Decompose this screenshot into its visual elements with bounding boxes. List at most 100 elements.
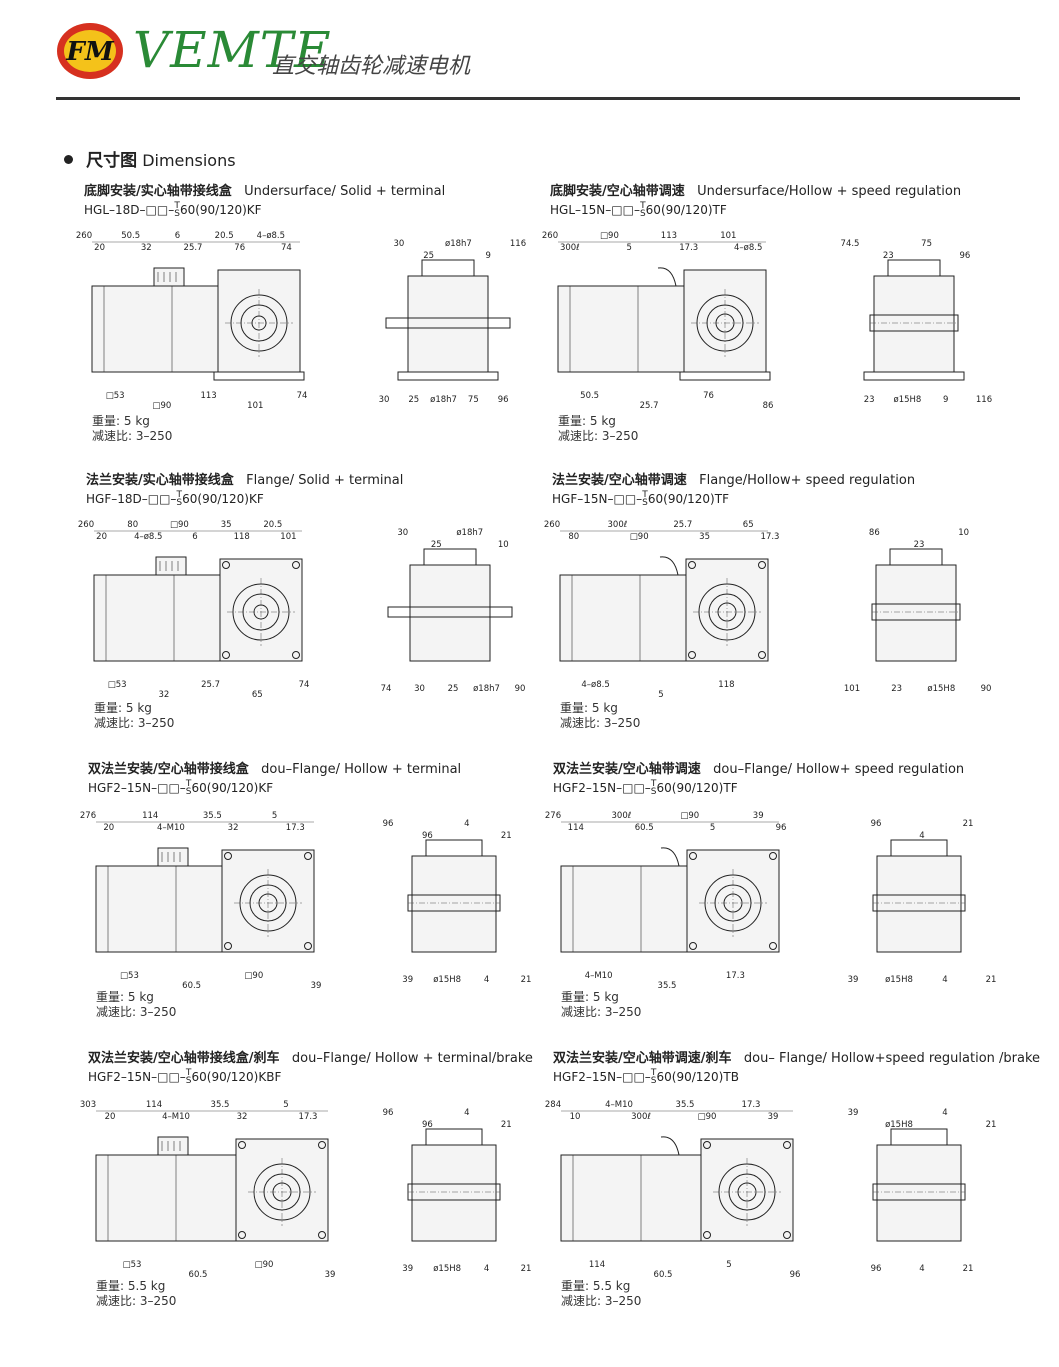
- dimension-label: 25.7: [640, 401, 659, 411]
- spec-block: 重量: 5.5 kg 减速比: 3–250: [561, 1279, 641, 1309]
- model-prefix: HGF2–15N–: [553, 781, 623, 795]
- dimension-label: 17.3: [726, 971, 745, 981]
- ratio-label: 减速比:: [94, 716, 135, 730]
- model-voltage-t: T: [640, 201, 646, 211]
- ratio-line: 减速比: 3–250: [558, 429, 638, 444]
- dimension-label: □90: [630, 532, 649, 542]
- dimension-label: 101: [247, 401, 263, 411]
- motor-side-view: [95, 847, 315, 953]
- dimension-label: 32: [237, 1112, 248, 1122]
- section-heading: 尺寸图 Dimensions: [64, 146, 236, 171]
- dimension-label: ø15H8: [927, 684, 955, 694]
- weight-label: 重量:: [561, 1279, 590, 1293]
- dimension-label: 35: [221, 520, 232, 530]
- technical-drawing: 27620□531144–M1060.535.532□90517.3399639…: [80, 811, 532, 991]
- dimension-label: 21: [963, 819, 974, 829]
- dimension-label: 4: [942, 975, 947, 985]
- ratio-line: 减速比: 3–250: [92, 429, 172, 444]
- dimension-label: 25: [408, 395, 419, 405]
- dimension-label: 4: [942, 1108, 947, 1118]
- dimension-label: 21: [501, 1120, 512, 1130]
- gearbox-end-view: [385, 259, 511, 381]
- motor-body: [560, 865, 688, 953]
- dimension-label: 114: [589, 1260, 605, 1270]
- brand-name: VEMTE: [133, 21, 332, 79]
- dimension-label: 30: [379, 395, 390, 405]
- model-box-symbol: □□: [611, 203, 634, 217]
- dimension-label: ø15H8: [433, 975, 461, 985]
- ratio-line: 减速比: 3–250: [561, 1005, 641, 1020]
- dimension-label: 35.5: [211, 1100, 230, 1110]
- model-suffix: 60(90/120)TF: [645, 203, 727, 217]
- dimension-label: 9: [943, 395, 948, 405]
- dimension-label: 80: [568, 532, 579, 542]
- model-voltage-t: T: [642, 490, 648, 500]
- model-dash: –: [633, 203, 640, 217]
- dimension-label: 10: [570, 1112, 581, 1122]
- dimension-label: 4: [484, 975, 489, 985]
- page-header: FM VEMTE 直交轴齿轮减速电机: [0, 0, 1059, 110]
- terminal-box: [157, 1136, 189, 1156]
- ratio-line: 减速比: 3–250: [94, 716, 174, 731]
- ratio-value: 3–250: [604, 1005, 642, 1019]
- dimension-label: 4: [464, 819, 469, 829]
- model-voltage-t: T: [185, 1068, 192, 1078]
- terminal-box: [155, 556, 187, 576]
- weight-line: 重量: 5 kg: [560, 701, 640, 716]
- dimension-label: 20: [105, 1112, 116, 1122]
- dimension-label: 17.3: [742, 1100, 761, 1110]
- dimension-label: 60.5: [654, 1270, 673, 1280]
- dimension-label: 39: [768, 1112, 779, 1122]
- dimension-label: 21: [986, 975, 997, 985]
- dimension-drawing-cell: 双法兰安装/空心轴带调速 dou–Flange/ Hollow+ speed r…: [545, 758, 1023, 1043]
- gearbox-end-view: [863, 259, 965, 381]
- mounting-foot: [679, 371, 771, 381]
- model-dash: –: [644, 1070, 651, 1084]
- dimension-label: 21: [501, 831, 512, 841]
- dimension-label: 60.5: [635, 823, 654, 833]
- model-prefix: HGL–15N–: [550, 203, 612, 217]
- dimension-label: 96: [422, 1120, 433, 1130]
- motor-side-view: [557, 267, 771, 381]
- dimension-label: 113: [661, 231, 677, 241]
- spec-block: 重量: 5 kg 减速比: 3–250: [560, 701, 640, 731]
- dimension-label: 4: [484, 1264, 489, 1274]
- weight-line: 重量: 5 kg: [96, 990, 176, 1005]
- dimension-label: 35.5: [658, 981, 677, 991]
- model-dash: –: [179, 781, 186, 795]
- dimension-label: 25: [448, 684, 459, 694]
- technical-drawing: 30320□531144–M1060.535.532□90517.3399639…: [80, 1100, 532, 1280]
- drawing-title: 双法兰安装/空心轴带接线盒/刹车 dou–Flange/ Hollow + te…: [88, 1047, 533, 1066]
- model-suffix: 60(90/120)TF: [656, 781, 738, 795]
- spec-block: 重量: 5 kg 减速比: 3–250: [558, 414, 638, 444]
- model-suffix: 60(90/120)TF: [647, 492, 729, 506]
- dimension-label: 17.3: [679, 243, 698, 253]
- dimension-label: □53: [120, 971, 139, 981]
- weight-label: 重量:: [96, 1279, 125, 1293]
- model-voltage-t: T: [185, 779, 192, 789]
- dimension-label: 25.7: [184, 243, 203, 253]
- weight-label: 重量:: [561, 990, 590, 1004]
- dimension-label: □53: [106, 391, 125, 401]
- dimension-label: 60.5: [182, 981, 201, 991]
- dimension-label: 39: [402, 1264, 413, 1274]
- model-box-symbol: □□: [157, 1070, 180, 1084]
- weight-value: 5 kg: [125, 701, 152, 715]
- dimension-label: 50.5: [121, 231, 140, 241]
- dimension-label: 4: [919, 1264, 924, 1274]
- solid-shaft: [387, 606, 513, 618]
- drawing-title-cn: 法兰安装/空心轴带调速: [552, 473, 687, 488]
- dimension-label: □90: [680, 811, 699, 821]
- dimension-label: 4–ø8.5: [257, 231, 285, 241]
- dimension-label: 39: [848, 975, 859, 985]
- dimension-drawing-cell: 双法兰安装/空心轴带调速/刹车 dou– Flange/ Hollow+spee…: [545, 1047, 1040, 1332]
- cable-lead: [660, 847, 680, 867]
- model-suffix: 60(90/120)KF: [191, 781, 274, 795]
- section-title-en: Dimensions: [142, 151, 236, 170]
- drawing-title: 双法兰安装/空心轴带接线盒 dou–Flange/ Hollow + termi…: [88, 758, 461, 777]
- dimension-label: 76: [234, 243, 245, 253]
- dimension-label: 96: [871, 1264, 882, 1274]
